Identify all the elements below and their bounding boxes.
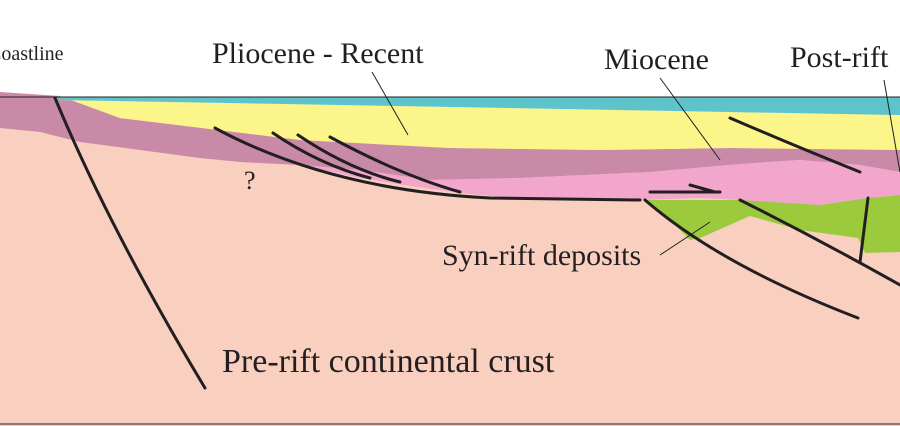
vertical-fault-right [858, 196, 870, 264]
post-rift-leader [883, 79, 900, 173]
syn-rift-deposits-label: Syn-rift deposits [442, 239, 641, 272]
syn-rift-layer [645, 195, 900, 253]
coastal-strip [0, 96, 55, 110]
pliocene-leader [371, 71, 409, 136]
miocene-layer [0, 92, 900, 180]
basin-fault-upper [738, 198, 900, 287]
detachment-fault [213, 126, 642, 202]
pliocene-recent-layer [55, 96, 900, 150]
listric-fault-3 [328, 135, 462, 194]
major-boundary-fault [53, 96, 207, 390]
pre-rift-crust-label: Pre-rift continental crust [222, 343, 555, 380]
syn-rift-leader [659, 221, 711, 256]
coastline-label: Coastline [0, 43, 64, 65]
post-rift-label: Post-rift [790, 41, 889, 74]
listric-fault-2 [296, 133, 402, 184]
question-mark-label: ? [244, 166, 256, 195]
listric-fault-1 [271, 131, 372, 180]
small-fault-b [688, 183, 717, 194]
miocene-leader [659, 77, 721, 161]
sea-layer [50, 97, 900, 115]
miocene-label: Miocene [604, 43, 709, 76]
pliocene-recent-label: Pliocene - Recent [212, 37, 424, 70]
basin-fault-lower [643, 198, 860, 320]
post-rift-layer [300, 160, 900, 205]
upper-right-fault [728, 116, 862, 174]
